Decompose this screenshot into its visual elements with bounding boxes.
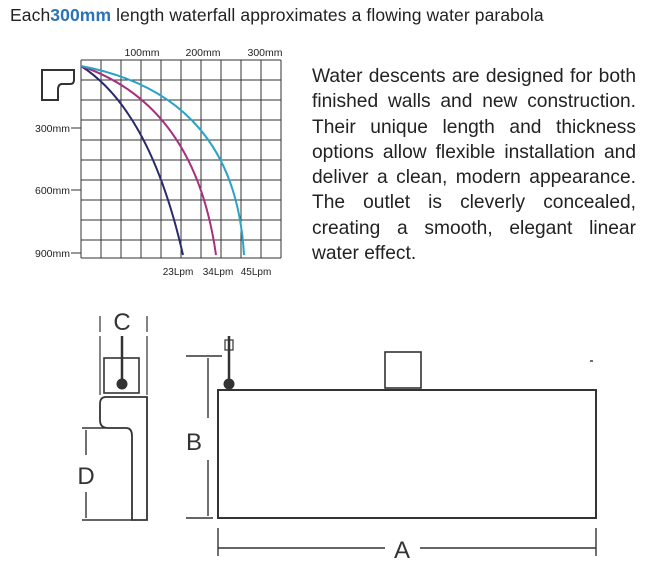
dimension-label-d: D [77,463,94,490]
page-title: Each300mm length waterfall approximates … [10,5,544,26]
curve-23lpm [80,65,184,256]
side-profile [82,316,148,521]
flow-label-45lpm: 45Lpm [241,267,272,278]
y-tick-label-900: 900mm [35,248,70,260]
curve-45lpm [80,65,245,256]
title-suffix: length waterfall approximates a flowing … [111,5,544,25]
curve-34lpm [80,65,217,256]
flow-label-34lpm: 34Lpm [203,267,234,278]
title-highlight: 300mm [50,5,112,25]
parabola-graph: 100mm 200mm 300mm 300mm 600mm 900mm 23Lp… [35,47,283,278]
dimension-label-a: A [394,537,410,564]
title-prefix: Each [10,5,51,25]
x-tick-label-300: 300mm [247,47,282,59]
y-tick-label-600: 600mm [35,185,70,197]
y-tick-label-300: 300mm [35,123,70,135]
x-tick-label-200: 200mm [185,47,220,59]
outlet-profile-icon [41,69,75,101]
flow-label-23lpm: 23Lpm [163,267,194,278]
front-view [186,336,597,556]
dimension-label-b: B [186,429,202,456]
dimension-label-c: C [113,309,130,336]
x-tick-label-100: 100mm [124,47,159,59]
description-text: Water descents are designed for both fin… [312,66,636,265]
